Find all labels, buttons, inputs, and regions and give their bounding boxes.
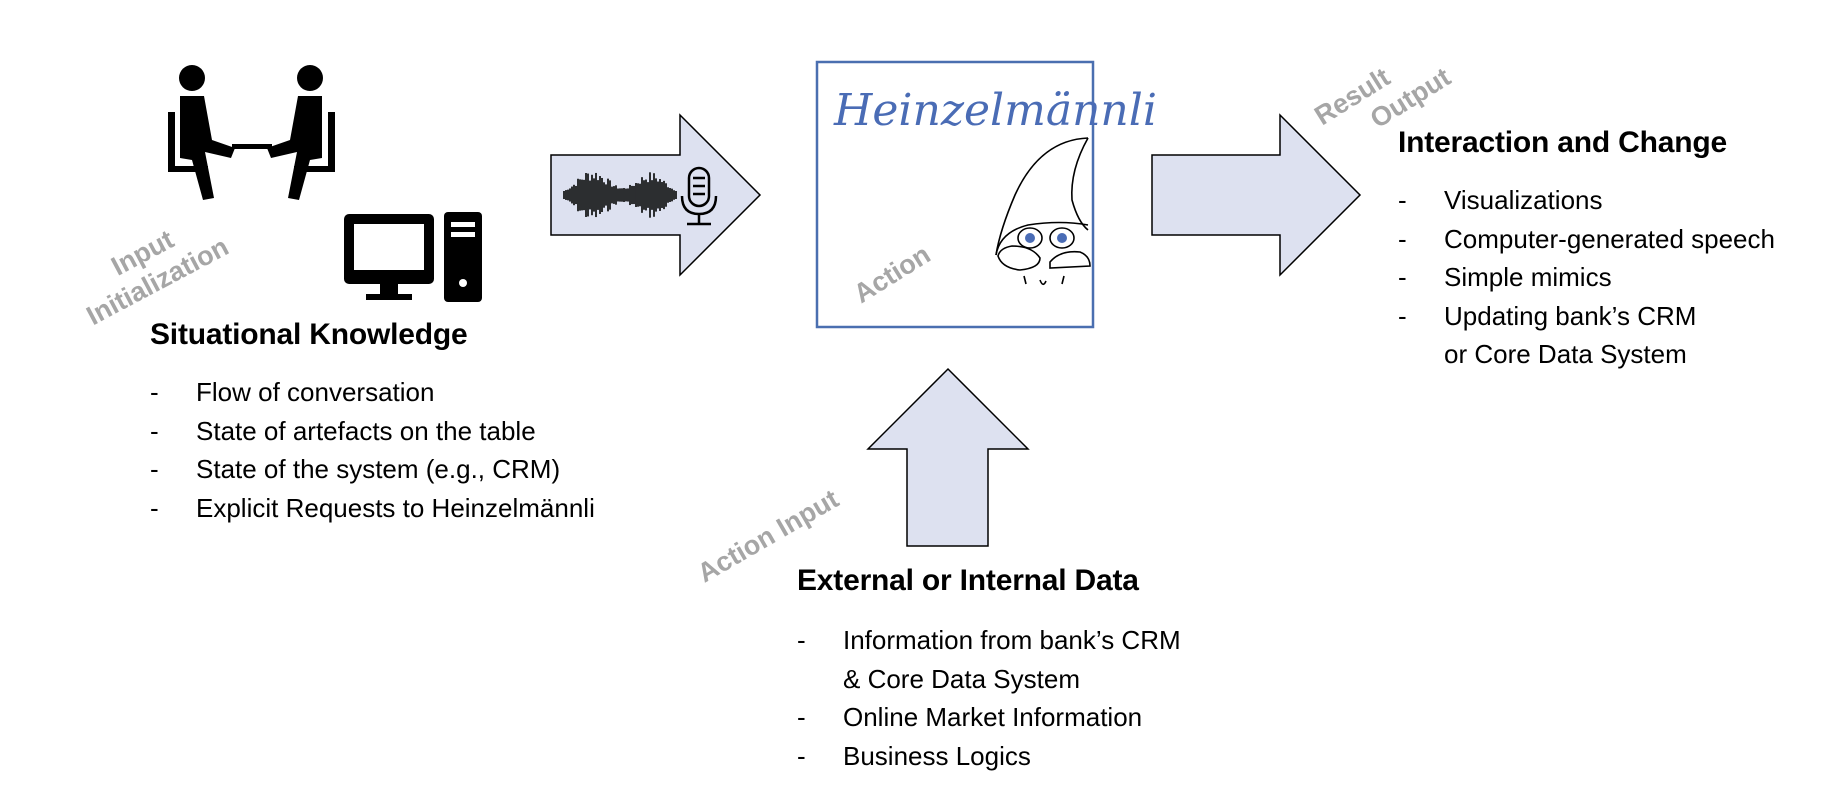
situational-heading: Situational Knowledge [150,318,468,351]
list-item: Updating bank’s CRM or Core Data System [1398,297,1775,374]
gnome-mascot-icon [995,137,1091,286]
situational-list: Flow of conversation State of artefacts … [150,373,595,527]
list-item: Simple mimics [1398,258,1775,297]
list-item-line: Updating bank’s CRM [1444,300,1697,331]
list-item-line: Information from bank’s CRM [843,625,1181,655]
list-item: Online Market Information [797,698,1181,737]
interaction-heading: Interaction and Change [1398,126,1727,159]
list-item: Computer-generated speech [1398,220,1775,259]
list-item: State of the system (e.g., CRM) [150,450,595,489]
brand-title: Heinzelmännli [834,85,1157,136]
heinzelmaennli-box [815,60,1095,329]
action-input-arrow [866,367,1030,547]
list-item: Flow of conversation [150,373,595,412]
list-item: Explicit Requests to Heinzelmännli [150,489,595,528]
list-item: State of artefacts on the table [150,412,595,451]
external-heading: External or Internal Data [797,564,1139,597]
output-arrow [1151,113,1362,277]
desktop-computer-icon [344,212,482,302]
meeting-people-icon [168,65,335,200]
list-item: Business Logics [797,737,1181,776]
list-item: Visualizations [1398,181,1775,220]
sound-wave-icon [563,172,677,218]
list-item-line: or Core Data System [1444,339,1687,369]
list-item-line: & Core Data System [843,663,1080,694]
list-item: Information from bank’s CRM & Core Data … [797,621,1181,698]
external-list: Information from bank’s CRM & Core Data … [797,621,1181,775]
microphone-icon [680,166,718,226]
interaction-list: Visualizations Computer-generated speech… [1398,181,1775,374]
